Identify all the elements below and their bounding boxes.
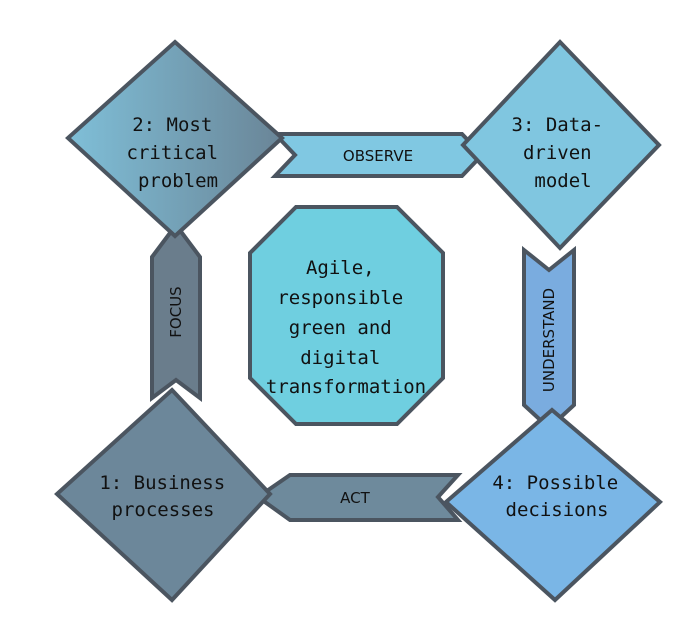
node-3-data-driven-model: 3: Data- driven model <box>460 39 662 251</box>
svg-text:4: Possible decisions: 4: Possible decisions <box>492 472 629 521</box>
observe-label: OBSERVE <box>343 147 413 165</box>
focus-arrow: FOCUS <box>150 221 202 402</box>
node-2-most-critical-problem: 2: Most critical problem <box>65 39 285 239</box>
svg-text:1: Business processes: 1: Business processes <box>99 472 236 521</box>
understand-label: UNDERSTAND <box>540 288 558 392</box>
act-label: ACT <box>340 489 370 507</box>
observe-arrow: OBSERVE <box>270 132 485 178</box>
understand-arrow: UNDERSTAND <box>522 245 576 431</box>
center-octagon: Agile, responsible green and digital tra… <box>248 205 445 426</box>
svg-text:3: Data- driven mo: 3: Data- driven model <box>512 114 615 192</box>
svg-text:2: Most critical p: 2: Most critical problem <box>127 114 230 192</box>
node-1-business-processes: 1: Business processes <box>54 387 273 603</box>
act-arrow: ACT <box>254 473 463 522</box>
focus-label: FOCUS <box>167 286 185 337</box>
center-text: Agile, responsible green and digital tra… <box>266 257 426 398</box>
node-4-possible-decisions: 4: Possible decisions <box>442 407 664 603</box>
